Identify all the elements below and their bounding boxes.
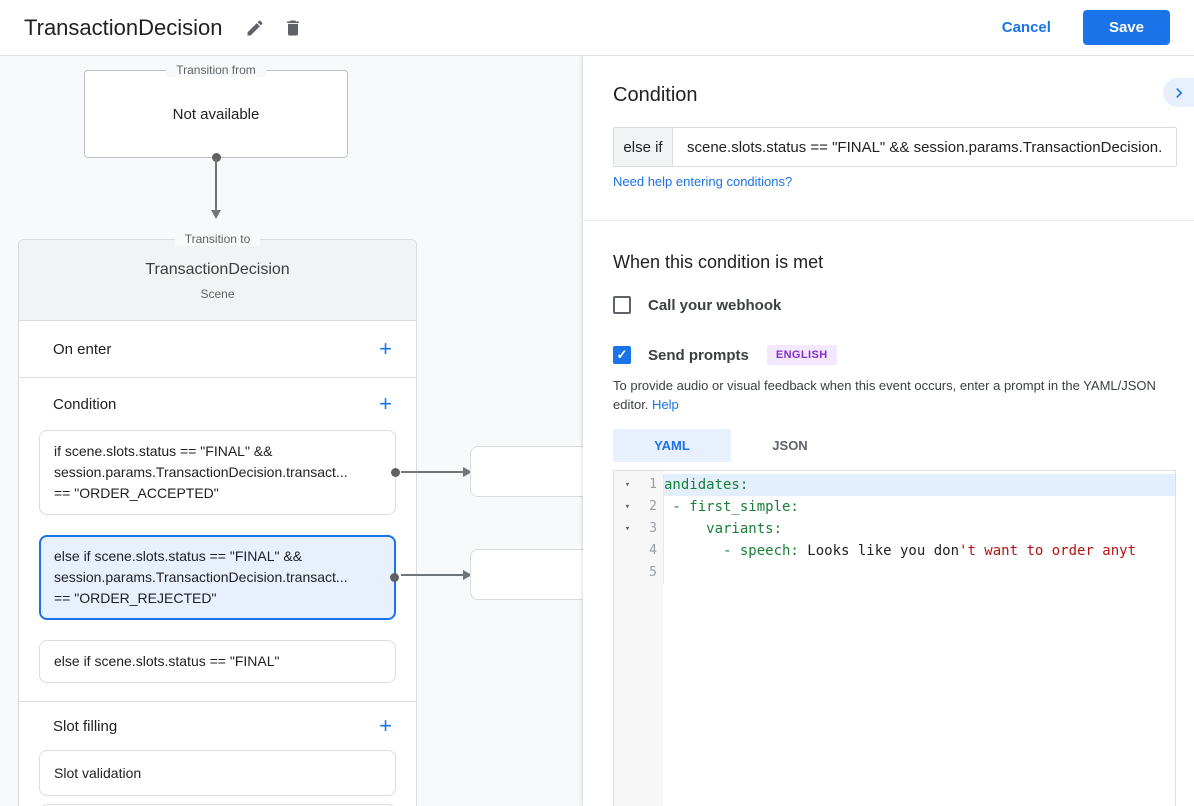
line-number: 2 [649,499,657,514]
add-slot-button[interactable]: + [375,715,396,737]
transition-to-legend: Transition to [174,232,261,246]
code-line: 5 [614,562,1175,584]
save-button[interactable]: Save [1082,10,1170,45]
prompt-description: To provide audio or visual feedback when… [613,378,1156,412]
page-title: TransactionDecision [24,14,223,40]
fold-gutter [614,562,641,584]
condition-card[interactable]: else if scene.slots.status == "FINAL" &&… [39,535,399,620]
code-text [663,562,1175,584]
send-prompts-checkbox[interactable]: ✓ [613,346,631,364]
condition-card-text: else if scene.slots.status == "FINAL" &&… [54,548,348,606]
condition-card[interactable]: if scene.slots.status == "FINAL" && sess… [39,430,400,515]
transition-from-legend: Transition from [166,63,266,77]
when-condition-met-title: When this condition is met [613,252,824,272]
slot-validation-card[interactable]: Slot validation [39,750,396,796]
trash-icon [286,20,299,35]
yaml-editor[interactable]: ▾ 1 andidates: ▾ 2 - first_simple: ▾ 3 variant… [613,470,1176,806]
connector-line [215,159,217,211]
line-number: 1 [649,477,657,492]
transition-target-box[interactable] [470,446,583,497]
condition-input-row: else if scene.slots.status == "FINAL" &&… [613,127,1177,167]
send-prompts-row: ✓ Send prompts ENGLISH [613,345,837,365]
topbar: TransactionDecision Cancel Save [0,0,1194,56]
slot-filling-label: Slot filling [53,717,118,735]
panel-title: Condition [613,84,698,106]
code-line: 4 - speech: Looks like you don't want to… [614,540,1175,562]
help-link[interactable]: Help [652,397,679,412]
code-line: ▾ 1 andidates: [614,474,1175,496]
code-text: - first_simple: [663,496,1175,518]
line-number: 5 [649,565,657,580]
webhook-checkbox[interactable] [613,296,631,314]
condition-label: Condition [53,395,117,413]
connector-dot [391,468,400,477]
on-enter-section: On enter + [19,321,416,378]
call-webhook-row: Call your webhook [613,296,781,314]
code-lines: ▾ 1 andidates: ▾ 2 - first_simple: ▾ 3 variant… [614,474,1175,584]
arrowhead-icon [463,570,472,580]
delete-scene-button[interactable] [279,14,307,42]
condition-card-text: else if scene.slots.status == "FINAL" [54,653,280,669]
condition-input[interactable]: scene.slots.status == "FINAL" && session… [687,138,1163,156]
fold-gutter [614,540,641,562]
conditions-help-link[interactable]: Need help entering conditions? [613,174,793,189]
language-badge: ENGLISH [766,345,837,365]
webhook-label: Call your webhook [648,296,782,314]
line-number: 4 [649,543,657,558]
fold-arrow-icon[interactable]: ▾ [624,502,631,512]
scene-type-label: Scene [200,287,235,301]
condition-section-head: Condition + [19,378,416,430]
fold-arrow-icon[interactable]: ▾ [624,524,631,534]
code-text: variants: [663,518,1175,540]
add-on-enter-button[interactable]: + [375,338,396,360]
line-number: 3 [649,521,657,536]
slot-filling-section-head: Slot filling + [19,702,416,750]
condition-prefix: else if [614,128,673,166]
add-condition-button[interactable]: + [375,393,396,415]
code-text: - speech: Looks like you don't want to o… [663,540,1175,562]
condition-section: Condition + if scene.slots.status == "FI… [19,378,416,702]
transition-from-box: Transition from Not available [84,63,348,158]
editor-tabs: YAML JSON [613,429,849,462]
connector-arrowhead-icon [211,210,221,219]
on-enter-label: On enter [53,340,112,358]
pencil-icon [247,19,263,35]
code-line: ▾ 3 variants: [614,518,1175,540]
condition-detail-panel: Condition else if scene.slots.status == … [583,56,1194,806]
transition-target-box[interactable] [470,549,583,600]
slot-filling-section: Slot filling + Slot validation [19,702,416,806]
editor-tab[interactable]: JSON [772,438,808,453]
fold-arrow-icon[interactable]: ▾ [624,480,631,490]
code-line: ▾ 2 - first_simple: [614,496,1175,518]
cancel-button[interactable]: Cancel [1001,19,1051,36]
scene-card-header: TransactionDecision Scene [19,240,416,321]
transition-from-content: Not available [172,105,260,123]
editor-tab[interactable]: YAML [613,429,731,462]
flow-canvas: Transition from Not available Transition… [0,56,583,806]
panel-divider [583,220,1194,221]
connector-dot [390,573,399,582]
code-text: andidates: [663,474,1175,496]
condition-card-text: if scene.slots.status == "FINAL" && sess… [54,443,348,501]
scene-name: TransactionDecision [145,261,290,278]
condition-card[interactable]: else if scene.slots.status == "FINAL" [39,640,396,683]
collapse-panel-button[interactable] [1163,78,1194,107]
edit-scene-button[interactable] [241,14,269,42]
send-prompts-label: Send prompts [648,346,749,364]
chevron-right-icon [1175,87,1182,98]
arrowhead-icon [463,467,472,477]
connector-dot [212,153,221,162]
scene-card: Transition to TransactionDecision Scene … [18,232,417,806]
